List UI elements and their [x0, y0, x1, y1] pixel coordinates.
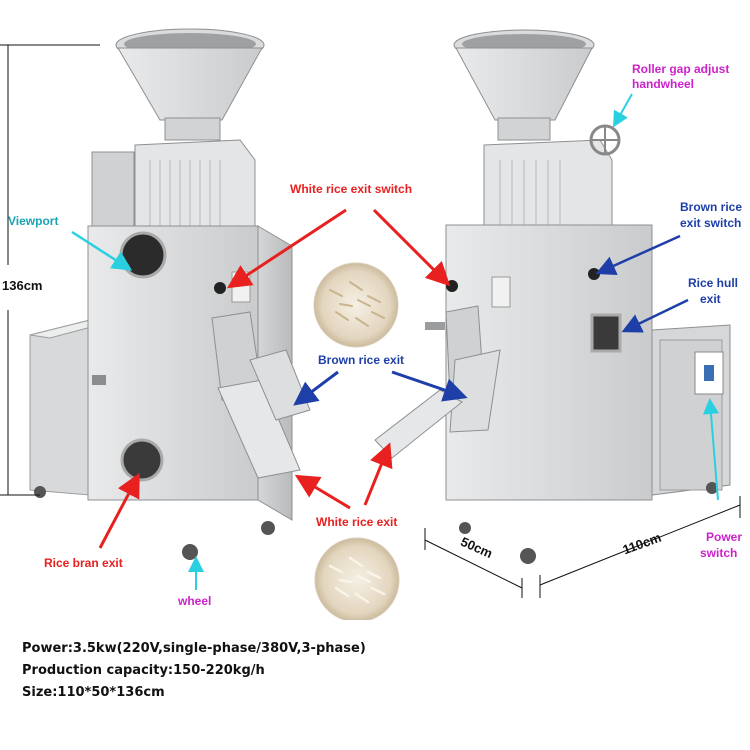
roller-gap-label-line1: Roller gap adjust [632, 62, 730, 76]
power-spec: Power:3.5kw(220V,single-phase/380V,3-pha… [22, 641, 366, 656]
brown-rice-sample [313, 262, 399, 348]
brown-rice-switch-label-line1: Brown rice [680, 200, 743, 214]
viewport-label: Viewport [8, 214, 59, 228]
brown-rice-exit-arrow-left [293, 370, 339, 406]
power-switch-arrow [703, 398, 719, 501]
brown-rice-switch-arrow [595, 234, 681, 275]
roller-gap-arrow [613, 93, 633, 128]
rice-bran-arrow [98, 472, 140, 549]
rice-hull-label-line2: exit [700, 292, 721, 306]
roller-gap-label-line2: handwheel [632, 77, 695, 91]
rice-hull-arrow [621, 298, 689, 333]
depth-dimension [424, 528, 523, 598]
white-rice-exit-label: White rice exit [316, 515, 398, 529]
height-label: 136cm [2, 278, 43, 293]
wheel-label: wheel [178, 594, 212, 608]
white-rice-exit-arrow-left [294, 474, 351, 510]
power-switch-label-line2: switch [700, 546, 738, 560]
product-illustration [0, 28, 741, 620]
viewport-arrow [71, 230, 133, 271]
brown-rice-exit-arrow-right [391, 370, 468, 402]
white-rice-exit-arrow-right [363, 442, 393, 506]
rice-hull-label-line1: Rice hull [688, 276, 739, 290]
left-machine [29, 28, 311, 560]
power-switch-label-line1: Power [706, 530, 743, 544]
white-rice-switch-arrow-left [226, 208, 347, 289]
white-rice-switch-arrow-right [372, 208, 451, 287]
brown-rice-exit-label: Brown rice exit [318, 353, 405, 367]
brown-rice-switch-label-line2: exit switch [680, 216, 742, 230]
white-rice-sample [314, 537, 400, 620]
right-machine [374, 29, 731, 564]
height-dimension [0, 44, 100, 496]
specifications: Power:3.5kw(220V,single-phase/380V,3-pha… [22, 638, 366, 704]
white-rice-exit-switch-label: White rice exit switch [290, 182, 413, 196]
width-dimension [539, 496, 741, 598]
capacity-spec: Production capacity:150-220kg/h [22, 663, 265, 678]
rice-bran-exit-label: Rice bran exit [44, 556, 123, 570]
size-spec: Size:110*50*136cm [22, 685, 165, 700]
